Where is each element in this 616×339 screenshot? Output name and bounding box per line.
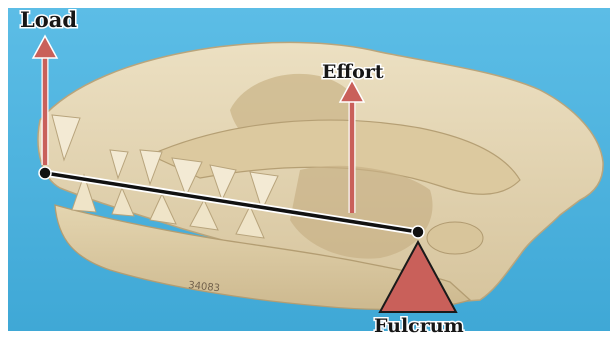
fulcrum-point [412, 226, 424, 238]
load-label: Load [20, 7, 77, 32]
effort-label: Effort [322, 61, 384, 83]
fulcrum-label: Fulcrum [374, 315, 464, 337]
load-point [39, 167, 51, 179]
